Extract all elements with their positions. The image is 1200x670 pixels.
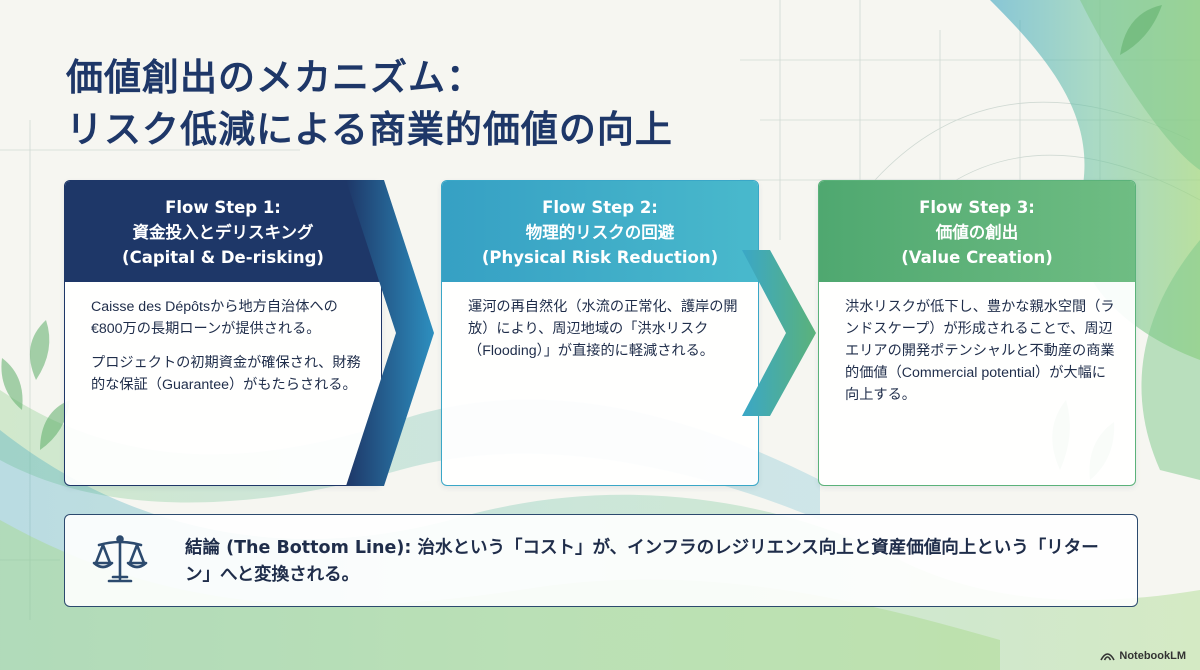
flow-step-2-paragraph: 運河の再自然化（水流の正常化、護岸の開放）により、周辺地域の「洪水リスク（Flo…: [468, 299, 738, 359]
bottom-line-text: 結論 (The Bottom Line): 治水という「コスト」が、インフラのレ…: [185, 538, 1099, 585]
flow-step-2-subtitle: (Physical Risk Reduction): [481, 248, 719, 267]
flow-step-2-card: Flow Step 2: 物理的リスクの回避 (Physical Risk Re…: [441, 180, 759, 486]
flow-step-3-title: 価値の創出: [935, 223, 1019, 242]
flow-step-1-label: Flow Step 1:: [165, 198, 281, 217]
notebooklm-label: NotebookLM: [1119, 650, 1186, 662]
flow-step-3-label: Flow Step 3:: [919, 198, 1035, 217]
bottom-line-box: 結論 (The Bottom Line): 治水という「コスト」が、インフラのレ…: [64, 514, 1138, 607]
flow-step-3-subtitle: (Value Creation): [901, 248, 1053, 267]
flow-step-1-subtitle: (Capital & De-risking): [122, 248, 324, 267]
flow-arrow-1-icon: [346, 180, 434, 486]
flow-step-1-paragraph: プロジェクトの初期資金が確保され、財務的な保証（Guarantee）がもたらされ…: [91, 355, 361, 393]
flow-step-3-paragraph: 洪水リスクが低下し、豊かな親水空間（ランドスケープ）が形成されることで、周辺エリ…: [845, 299, 1115, 403]
flow-step-3-header: Flow Step 3: 価値の創出 (Value Creation): [819, 181, 1135, 282]
flow-step-2-header: Flow Step 2: 物理的リスクの回避 (Physical Risk Re…: [442, 181, 758, 282]
flow-step-1-card: Flow Step 1: 資金投入とデリスキング (Capital & De-r…: [64, 180, 382, 486]
notebooklm-logo-icon: [1100, 653, 1116, 661]
flow-step-1-title: 資金投入とデリスキング: [132, 223, 314, 242]
flow-step-1-header: Flow Step 1: 資金投入とデリスキング (Capital & De-r…: [65, 181, 381, 282]
flow-step-2-title: 物理的リスクの回避: [525, 223, 675, 242]
flow-arrow-2-icon: [742, 250, 816, 416]
notebooklm-brand: NotebookLM: [1100, 650, 1186, 662]
page-title-line2: リスク低減による商業的価値の向上: [66, 108, 673, 151]
flow-step-3-body: 洪水リスクが低下し、豊かな親水空間（ランドスケープ）が形成されることで、周辺エリ…: [819, 282, 1135, 406]
flow-step-1-body: Caisse des Dépôtsから地方自治体への€800万の長期ローンが提供…: [65, 282, 381, 396]
flow-step-3-card: Flow Step 3: 価値の創出 (Value Creation) 洪水リス…: [818, 180, 1136, 486]
page-title-line1: 価値創出のメカニズム：: [66, 56, 484, 99]
flow-step-2-label: Flow Step 2:: [542, 198, 658, 217]
flow-step-1-paragraph: Caisse des Dépôtsから地方自治体への€800万の長期ローンが提供…: [91, 299, 338, 337]
flow-step-2-body: 運河の再自然化（水流の正常化、護岸の開放）により、周辺地域の「洪水リスク（Flo…: [442, 282, 758, 362]
scale-icon: [92, 535, 148, 583]
page-title: 価値創出のメカニズム： リスク低減による商業的価値の向上: [66, 52, 673, 156]
